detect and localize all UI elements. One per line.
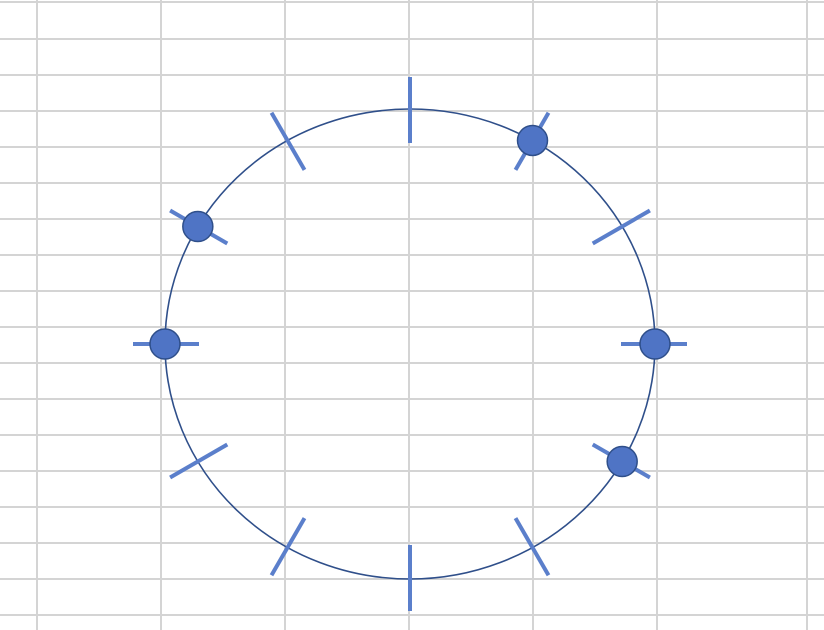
tick-mark-11 [269, 111, 307, 171]
tick-mark-2 [591, 208, 651, 246]
tick-mark-5 [513, 517, 551, 577]
tick-marks [133, 77, 687, 611]
marker-dot-1 [516, 124, 549, 157]
position-markers [149, 124, 671, 478]
marker-dot-9 [149, 328, 181, 360]
marker-dot-4 [606, 445, 638, 478]
marker-dot-3 [639, 328, 671, 360]
marker-dot-10 [182, 210, 214, 243]
tick-mark-8 [169, 442, 229, 480]
tick-mark-7 [269, 517, 307, 577]
